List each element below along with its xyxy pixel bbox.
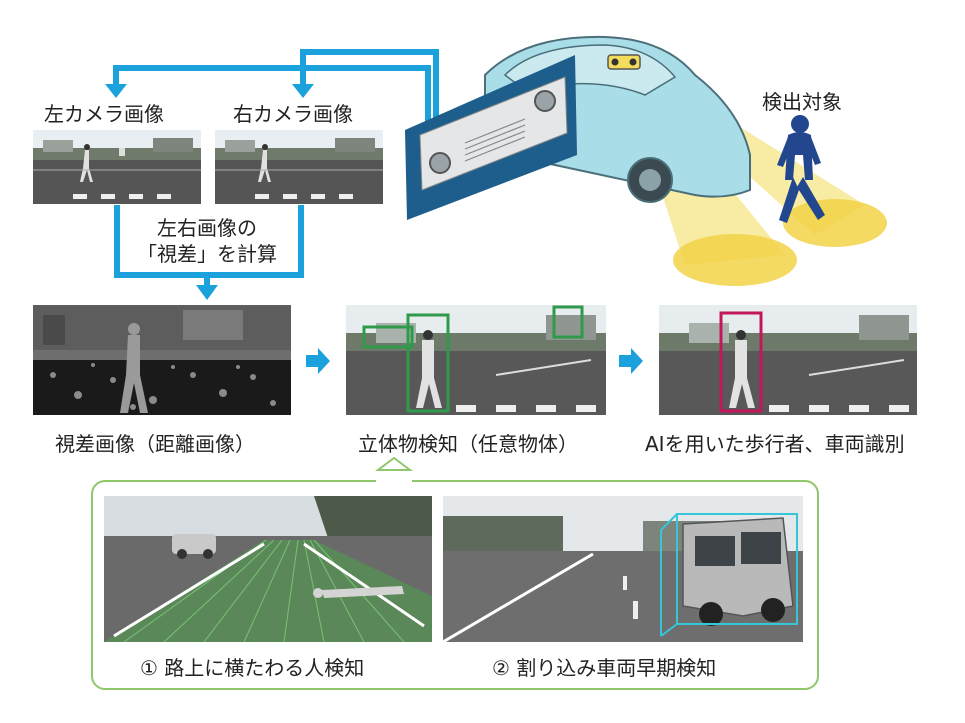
arrowhead-disparity: [196, 285, 218, 300]
parallax-label-line2: 「視差」を計算: [137, 242, 277, 266]
beam-spot-near: [673, 234, 797, 286]
disparity-image: [33, 305, 291, 415]
detection-box-object-2: [552, 305, 584, 339]
stereo-camera-small: [607, 54, 641, 70]
arrowhead-right-camera: [292, 84, 314, 98]
arrow-parallax-to-disparity: [114, 205, 304, 288]
left-camera-label: 左カメラ画像: [44, 102, 164, 126]
arrow-right-1: [306, 348, 330, 374]
arrow-to-right-camera: [300, 49, 439, 128]
detection-box-object-1: [362, 325, 414, 349]
example-cut-in-vehicle-image: [443, 496, 803, 642]
beam-spot-far: [783, 199, 887, 247]
disparity-image-label: 視差画像（距離画像）: [55, 432, 255, 456]
camera-module: [419, 76, 568, 191]
detection-box-pedestrian: [406, 313, 450, 413]
ai-classification-label: AIを用いた歩行者、車両識別: [645, 432, 905, 456]
parallax-label-line1: 左右画像の: [157, 216, 257, 240]
case2-label: ② 割り込み車両早期検知: [492, 656, 717, 680]
case1-label: ① 路上に横たわる人検知: [140, 656, 365, 680]
arrowhead-left-camera: [105, 84, 127, 98]
examples-frame: [91, 480, 819, 690]
object-detection-label: 立体物検知（任意物体）: [358, 432, 578, 456]
ai-classification-image: [659, 305, 917, 415]
cut-in-vehicle-box: [676, 513, 798, 625]
pedestrian-figure: [777, 115, 825, 223]
example-lying-person-image: [104, 496, 432, 642]
detection-target-label: 検出対象: [762, 90, 842, 114]
arrow-right-2: [619, 348, 643, 374]
object-detection-image: [346, 305, 606, 415]
right-camera-image: [215, 130, 383, 204]
car-illustration: [405, 35, 887, 286]
arrow-to-left-camera: [113, 65, 431, 128]
classification-box-pedestrian: [719, 311, 763, 413]
right-camera-label: 右カメラ画像: [233, 102, 353, 126]
left-camera-image: [33, 130, 201, 204]
